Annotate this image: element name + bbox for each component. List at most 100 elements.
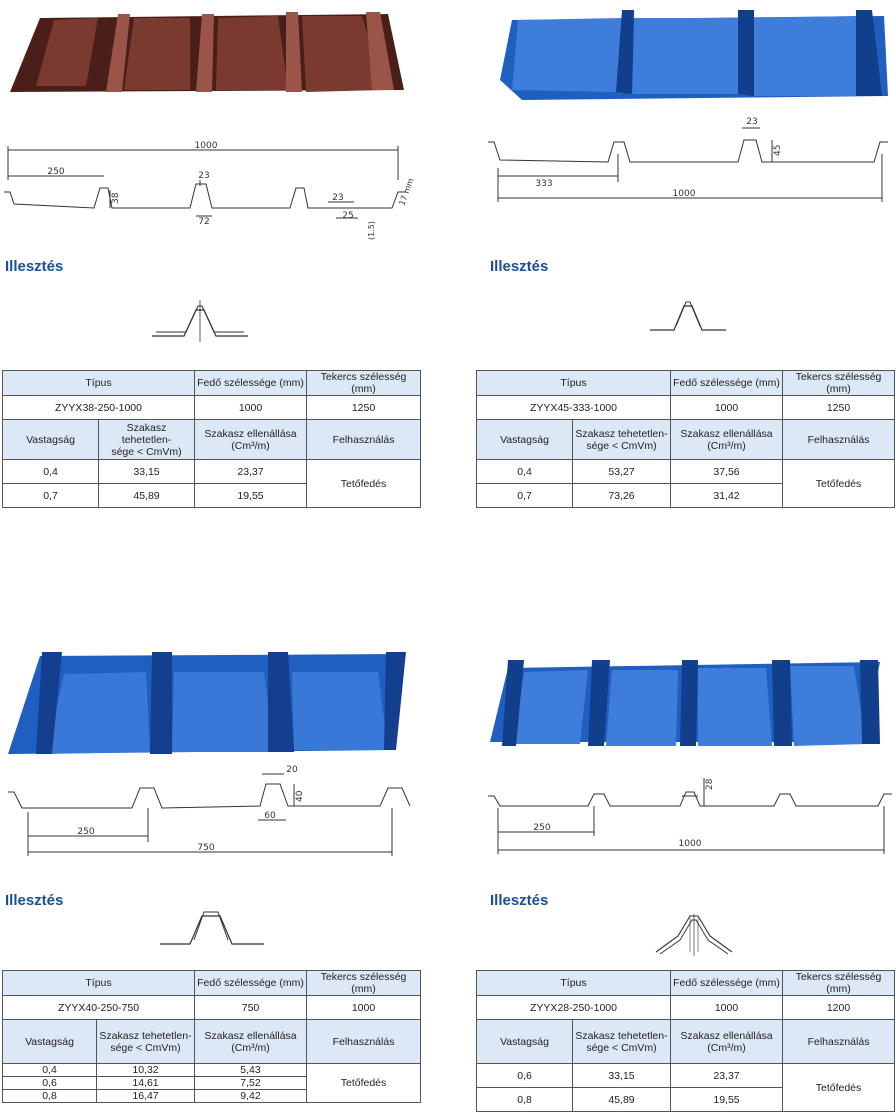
header-type: Típus [1, 370, 196, 396]
resistance-value: 9,42 [194, 1089, 308, 1103]
usage-value: Tetőfedés [782, 1063, 896, 1112]
spec-table-3: Típus Fedő szélessége (mm) Tekercs széle… [1, 970, 422, 1103]
sheet-photo-blue-1 [500, 10, 888, 100]
thickness-value: 0,4 [2, 1063, 97, 1077]
thickness-value: 0,7 [2, 483, 99, 508]
resistance-value: 23,37 [194, 459, 308, 484]
cover-width-value: 1000 [670, 995, 784, 1020]
dim-total-4: 1000 [679, 839, 702, 849]
inertia-value: 33,15 [97, 459, 196, 484]
table-row: 0,8 45,89 19,55 [476, 1087, 895, 1112]
dim-small-w-1: 23 [332, 193, 343, 203]
header-usage: Felhasználás [782, 1019, 896, 1064]
cover-width-value: 1000 [670, 395, 784, 420]
sheet-photo-brown [6, 12, 406, 94]
dim-height-1: 38 [111, 192, 121, 204]
spec-table-4: Típus Fedő szélessége (mm) Tekercs széle… [475, 970, 896, 1112]
cover-width-value: 1000 [194, 395, 308, 420]
header-resistance: Szakasz ellenállása (Cm³/m) [194, 1019, 308, 1064]
dim-pitch-3: 250 [77, 827, 94, 837]
inertia-value: 16,47 [95, 1089, 196, 1103]
coil-width-value: 1250 [782, 395, 896, 420]
profile-drawing-2: 23 45 333 1000 [488, 117, 888, 202]
header-thickness: Vastagság [476, 1019, 573, 1064]
joint-drawing [160, 911, 264, 945]
model-name: ZYYX45-333-1000 [475, 395, 672, 420]
joint-heading: Illesztés [490, 892, 549, 909]
dim-pitch-1: 250 [47, 167, 64, 177]
inertia-value: 33,15 [571, 1063, 672, 1088]
resistance-value: 7,52 [194, 1076, 308, 1090]
thickness-value: 0,8 [2, 1089, 97, 1103]
table-row: 0,7 73,26 31,42 [476, 483, 895, 508]
profile-drawing-3: 20 40 60 250 750 [8, 765, 411, 856]
inertia-value: 45,89 [571, 1087, 672, 1112]
header-coil-width: Tekercs szélesség (mm) [782, 370, 896, 396]
dim-total-3: 750 [197, 843, 214, 853]
coil-width-value: 1200 [782, 995, 896, 1020]
header-resistance: Szakasz ellenállása (Cm³/m) [194, 419, 308, 460]
header-usage: Felhasználás [306, 1019, 422, 1064]
dim-rib-base-1: 72 [198, 217, 209, 227]
sheet-photo-blue-3 [490, 660, 880, 746]
inertia-value: 45,89 [97, 483, 196, 508]
inertia-value: 14,61 [95, 1076, 196, 1090]
header-cover-width: Fedő szélessége (mm) [194, 370, 308, 396]
inertia-value: 73,26 [571, 483, 672, 508]
resistance-value: 5,43 [194, 1063, 308, 1077]
model-name: ZYYX38-250-1000 [1, 395, 196, 420]
table-row: 0,4 53,27 37,56 Tetőfedés [476, 459, 896, 508]
spec-table-1: Típus Fedő szélessége (mm) Tekercs széle… [1, 370, 422, 508]
dim-pitch-2: 333 [535, 179, 552, 189]
model-name: ZYYX40-250-750 [1, 995, 196, 1020]
table-row: 0,4 33,15 23,37 Tetőfedés [2, 459, 422, 508]
resistance-value: 19,55 [670, 1087, 784, 1112]
header-thickness: Vastagság [2, 1019, 97, 1064]
inertia-value: 53,27 [571, 459, 672, 484]
header-cover-width: Fedő szélessége (mm) [670, 370, 784, 396]
cover-width-value: 750 [194, 995, 308, 1020]
usage-value: Tetőfedés [782, 459, 896, 508]
table-row: 0,8 16,47 9,42 [2, 1089, 421, 1103]
header-coil-width: Tekercs szélesség (mm) [782, 970, 896, 996]
header-coil-width: Tekercs szélesség (mm) [306, 970, 422, 996]
thickness-value: 0,6 [476, 1063, 573, 1088]
joint-drawing [152, 300, 248, 342]
spec-table-2: Típus Fedő szélessége (mm) Tekercs széle… [475, 370, 896, 508]
dim-total-2: 1000 [673, 189, 696, 199]
coil-width-value: 1250 [306, 395, 422, 420]
dim-rib-top-2: 23 [746, 117, 757, 127]
header-resistance: Szakasz ellenállása (Cm³/m) [670, 419, 784, 460]
resistance-value: 23,37 [670, 1063, 784, 1088]
dim-height-4: 28 [705, 778, 715, 790]
joint-heading: Illesztés [5, 258, 64, 275]
header-type: Típus [475, 370, 672, 396]
header-type: Típus [1, 970, 196, 996]
table-row: 0,7 45,89 19,55 [2, 483, 421, 508]
dim-pitch-4: 250 [533, 823, 550, 833]
model-name: ZYYX28-250-1000 [475, 995, 672, 1020]
joint-heading: Illesztés [5, 892, 64, 909]
dim-small-b-1: 25 [342, 211, 353, 221]
header-cover-width: Fedő szélessége (mm) [670, 970, 784, 996]
dim-height-2: 45 [773, 145, 783, 156]
header-cover-width: Fedő szélessége (mm) [194, 970, 308, 996]
header-inertia: Szakasz tehetetlen- sége < CmVm) [97, 419, 196, 460]
header-coil-width: Tekercs szélesség (mm) [306, 370, 422, 396]
header-inertia: Szakasz tehetetlen- sége < CmVm) [571, 1019, 672, 1064]
usage-value: Tetőfedés [306, 1063, 422, 1103]
joint-drawing [650, 301, 726, 331]
header-thickness: Vastagság [476, 419, 573, 460]
header-usage: Felhasználás [306, 419, 422, 460]
usage-value: Tetőfedés [306, 459, 422, 508]
dim-small-h-1: (1.5) [367, 221, 376, 240]
profile-drawing-1: 1000 250 23 38 72 23 25 (1.5) 17 mm [4, 141, 416, 240]
sheet-photo-blue-2 [8, 652, 406, 754]
thickness-value: 0,7 [476, 483, 573, 508]
header-inertia: Szakasz tehetetlen- sége < CmVm) [95, 1019, 196, 1064]
header-type: Típus [475, 970, 672, 996]
resistance-value: 31,42 [670, 483, 784, 508]
coil-width-value: 1000 [306, 995, 422, 1020]
header-usage: Felhasználás [782, 419, 896, 460]
resistance-value: 37,56 [670, 459, 784, 484]
